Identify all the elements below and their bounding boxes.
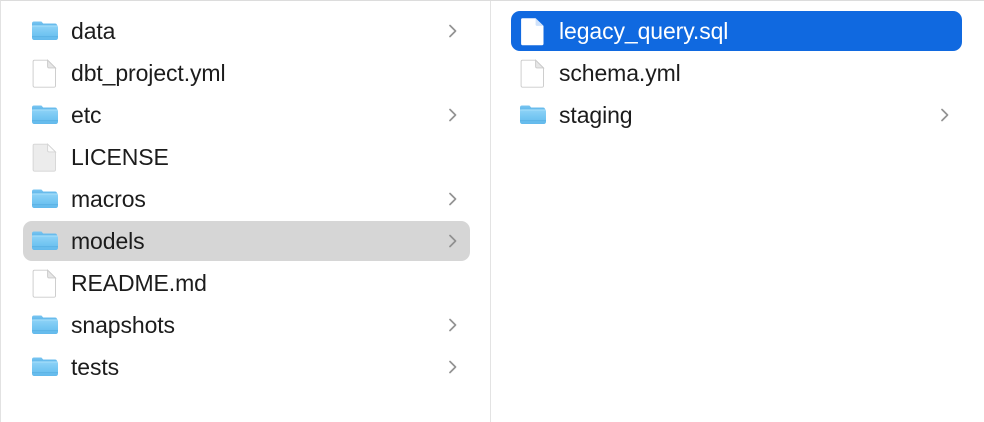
folder-row[interactable]: models [23, 221, 470, 261]
item-label: data [71, 18, 116, 44]
plain-document-icon [31, 142, 59, 172]
folder-row[interactable]: snapshots [23, 305, 470, 345]
file-list-parent: data dbt_project.yml etc LICENSE [1, 11, 490, 387]
file-list-models: legacy_query.sql schema.yml staging [491, 11, 984, 135]
item-label: schema.yml [559, 60, 681, 86]
chevron-right-icon [446, 21, 460, 41]
file-row[interactable]: README.md [23, 263, 470, 303]
item-label: staging [559, 102, 633, 128]
item-label: etc [71, 102, 102, 128]
file-row[interactable]: LICENSE [23, 137, 470, 177]
item-label: models [71, 228, 145, 254]
document-icon [31, 58, 59, 88]
chevron-right-icon [446, 357, 460, 377]
item-label: LICENSE [71, 144, 169, 170]
document-icon [31, 268, 59, 298]
item-label: tests [71, 354, 120, 380]
column-models: legacy_query.sql schema.yml staging [491, 1, 984, 422]
chevron-right-icon [938, 105, 952, 125]
folder-icon [519, 100, 547, 130]
chevron-right-icon [446, 231, 460, 251]
chevron-right-icon [446, 105, 460, 125]
folder-row[interactable]: tests [23, 347, 470, 387]
chevron-right-icon [446, 315, 460, 335]
folder-row[interactable]: etc [23, 95, 470, 135]
file-row[interactable]: legacy_query.sql [511, 11, 962, 51]
folder-row[interactable]: data [23, 11, 470, 51]
item-label: legacy_query.sql [559, 18, 729, 44]
folder-icon [31, 226, 59, 256]
item-label: dbt_project.yml [71, 60, 226, 86]
file-row[interactable]: dbt_project.yml [23, 53, 470, 93]
item-label: README.md [71, 270, 207, 296]
file-row[interactable]: schema.yml [511, 53, 962, 93]
item-label: snapshots [71, 312, 175, 338]
chevron-right-icon [446, 189, 460, 209]
item-label: macros [71, 186, 146, 212]
folder-icon [31, 100, 59, 130]
folder-icon [31, 16, 59, 46]
folder-icon [31, 352, 59, 382]
folder-icon [31, 310, 59, 340]
document-icon [519, 16, 547, 46]
column-parent: data dbt_project.yml etc LICENSE [1, 1, 491, 422]
folder-icon [31, 184, 59, 214]
document-icon [519, 58, 547, 88]
folder-row[interactable]: staging [511, 95, 962, 135]
folder-row[interactable]: macros [23, 179, 470, 219]
